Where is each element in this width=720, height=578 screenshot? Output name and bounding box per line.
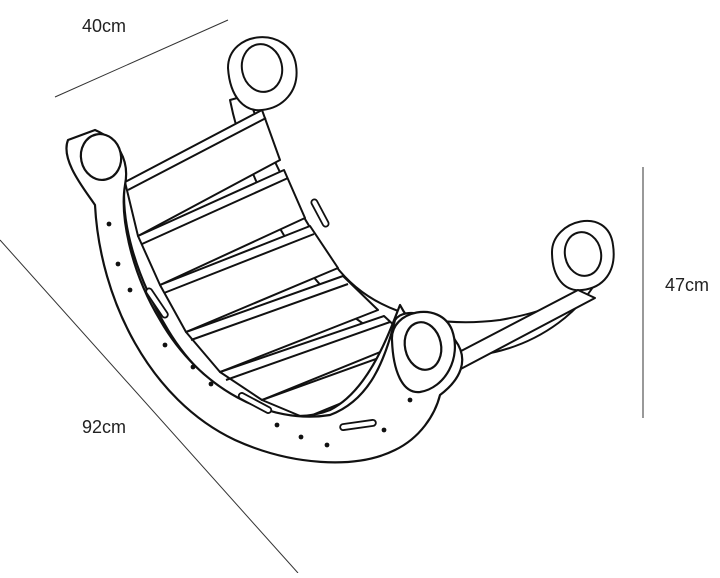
hole-8 [298, 434, 304, 440]
back-handle-hole-right [563, 231, 603, 277]
hole-11 [407, 397, 413, 403]
width-dimension-line [54, 19, 229, 98]
back-handle-hole-top [240, 43, 284, 93]
hole-1 [106, 221, 112, 227]
hole-6 [208, 381, 214, 387]
hole-3 [127, 287, 133, 293]
slat-2-edge [141, 177, 289, 245]
length-label: 92cm [82, 417, 127, 437]
slat-1 [124, 109, 281, 237]
slat-1-edge [127, 117, 267, 191]
hole-9 [324, 442, 330, 448]
slot-4 [310, 198, 330, 228]
slot-2 [237, 392, 273, 414]
front-handle-hole-bottom [403, 321, 443, 371]
slat-3-edge [163, 233, 315, 294]
width-label: 40cm [82, 16, 127, 36]
slat-4 [185, 275, 379, 373]
slat-5-edge [225, 321, 391, 381]
hole-10 [381, 427, 387, 433]
slat-4-edge [190, 283, 349, 341]
height-label: 47cm [665, 275, 710, 295]
slot-1 [145, 287, 169, 319]
slot-3 [339, 419, 377, 431]
hole-4 [162, 342, 168, 348]
hole-2 [115, 261, 121, 267]
slat-3 [159, 225, 339, 333]
hole-5 [190, 364, 196, 370]
hole-7 [274, 422, 280, 428]
slat-2 [137, 169, 306, 286]
length-dimension-line [0, 239, 299, 574]
front-handle-hole-top [79, 133, 123, 181]
